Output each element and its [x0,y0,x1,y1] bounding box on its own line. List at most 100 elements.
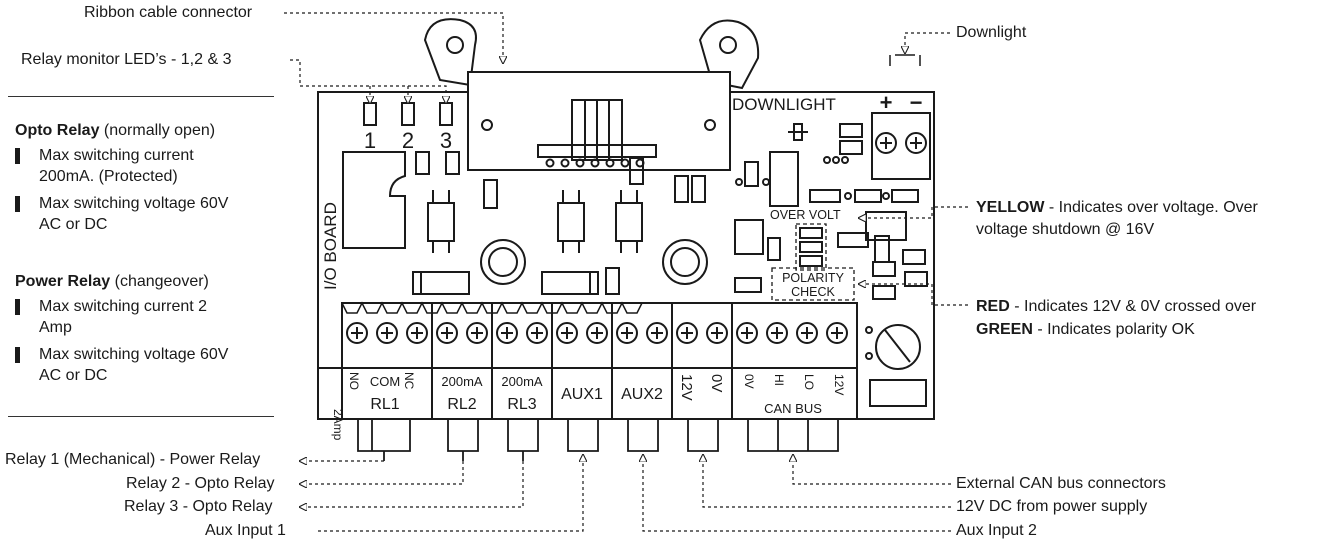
power-relay [342,151,406,249]
polarity-check-box [771,267,855,301]
terminal-screw-icon [826,322,848,344]
terminal-screw-icon [766,322,788,344]
over-volt-label: OVER VOLT [770,208,841,222]
rl1-no: NO [347,372,361,390]
check-label: CHECK [791,285,835,299]
terminal-screw-icon [466,322,488,344]
ribbon-cable-callout: Ribbon cable connector [84,4,253,21]
polarity-label: POLARITY [782,271,844,285]
rl1-nc: NC [402,372,416,390]
terminal-screw-icon [406,322,428,344]
green-led-note: GREEN - Indicates polarity OK [976,321,1195,338]
divider-bottom [8,416,274,417]
led-number-1: 1 [364,128,376,153]
ribbon-latch-right [698,19,760,90]
mount-hole-icon [481,119,493,131]
rl1-name: RL1 [370,396,399,413]
can-bus-label: CAN BUS [764,401,822,416]
screw-slot [501,327,513,339]
relay2-callout: Relay 2 - Opto Relay [126,475,275,492]
terminal-screw-icon [346,322,368,344]
downlight-label: DOWNLIGHT [732,95,836,114]
capacitor [769,151,799,207]
rl3-amp: 200mA [501,374,543,389]
terminal-wires [357,419,839,461]
downlight-terminal [871,112,931,180]
terminal-screw-icon [586,322,608,344]
screw-slot [351,327,363,339]
screw-slot [711,327,723,339]
screw-slot [771,327,783,339]
ribbon-latch-left [423,18,477,87]
terminal-screw-icon [646,322,668,344]
terminal-screw-icon [376,322,398,344]
trimmer-icon [480,239,526,285]
screw-slot [621,327,633,339]
screw-slot [651,327,663,339]
terminal-screw-icon [706,322,728,344]
bullet-icon [15,347,20,363]
bullet-icon [15,148,20,164]
ribbon-pin-row [537,144,657,158]
list-item: Max switching current 200mA. (Protected) [15,145,275,187]
dc-supply-callout: 12V DC from power supply [956,498,1148,515]
red-led-note: RED - Indicates 12V & 0V crossed over [976,298,1257,315]
bullet-icon [15,299,20,315]
terminal-0v: 0V [708,374,725,392]
trimmer-icon [662,239,708,285]
rl1-amp: 2Amp [331,409,345,441]
relay-led-callout: Relay monitor LED’s - 1,2 & 3 [21,51,232,68]
terminal-screw-icon [496,322,518,344]
terminal-screw-icon [526,322,548,344]
opto-relay-spec: Opto Relay (normally open) Max switching… [15,120,275,241]
list-item: Max switching voltage 60V AC or DC [15,193,275,235]
over-volt-led [799,227,823,239]
screw-slot [531,327,543,339]
polarity-led-red [799,241,823,253]
led-number-3: 3 [440,128,452,153]
list-item: Max switching current 2 Amp [15,296,275,338]
minus-sign: − [910,90,923,115]
divider-top [8,96,274,97]
yellow-led-note: YELLOW - Indicates over voltage. Over vo… [976,199,1258,238]
terminal-12v: 12V [678,374,695,401]
terminal-screw-icon [556,322,578,344]
capacitor-round [875,324,921,370]
relay1-callout: Relay 1 (Mechanical) - Power Relay [5,451,261,468]
screw-slot [441,327,453,339]
rl2-name: RL2 [447,396,476,413]
screw-slot [741,327,753,339]
relay2-led [401,102,415,126]
can-pin-hi: HI [772,374,786,386]
list-item: Max switching voltage 60V AC or DC [15,344,275,386]
downlight-callout: Downlight [956,24,1027,41]
relay3-callout: Relay 3 - Opto Relay [124,498,273,515]
screw-slot [561,327,573,339]
power-relay-spec: Power Relay (changeover) Max switching c… [15,271,275,392]
aux2-callout: Aux Input 2 [956,522,1037,539]
opto-relay-heading: Opto Relay (normally open) [15,122,216,139]
latch-hole-icon [719,36,737,54]
bullet-icon [15,196,20,212]
aux2-label: AUX2 [621,386,663,403]
terminal-block [318,301,858,419]
relay1-led [363,102,377,126]
screw-slot [831,327,843,339]
screw-slot [591,327,603,339]
terminal-screw-icon [736,322,758,344]
mount-hole-icon [704,119,716,131]
screw-slot [411,327,423,339]
diode [412,271,470,295]
can-bus-callout: External CAN bus connectors [956,475,1166,492]
latch-hole-icon [446,36,464,54]
polarity-led-green [799,255,823,267]
plus-sign: + [880,90,893,115]
rl1-com: COM [370,374,400,389]
relay3-led [439,102,453,126]
led-number-2: 2 [402,128,414,153]
can-pin-12v: 12V [832,374,846,395]
can-pin-0v: 0V [742,374,756,389]
aux1-label: AUX1 [561,386,603,403]
